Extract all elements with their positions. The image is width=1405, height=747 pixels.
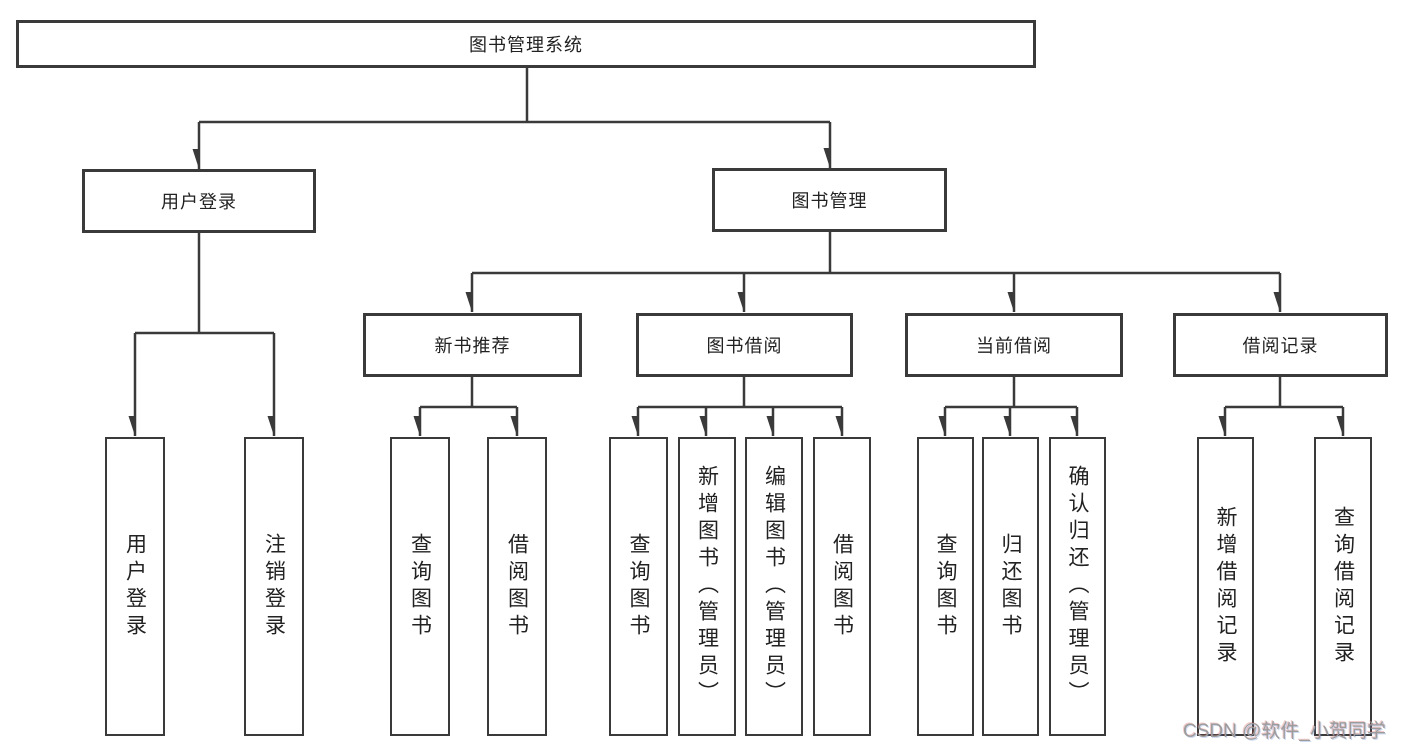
leaf-borrow-books-borrow-label: 借阅图书 [830,532,854,641]
connector-current-borrow [945,377,1079,436]
connector-new-book-recommend [420,377,519,436]
csdn-watermark: CSDN @软件_小贺同学 [1183,721,1386,742]
node-borrow-records: 借阅记录 [1173,313,1388,377]
node-new-book-recommend: 新书推荐 [363,313,582,377]
leaf-query-books-borrow-label: 查询图书 [627,532,650,641]
leaf-edit-books-admin-label: 编辑图书（管理员） [762,465,786,708]
node-book-management: 图书管理 [712,168,947,232]
leaf-query-borrow-record: 查询借阅记录 [1314,437,1372,736]
leaf-add-books-admin-label: 新增图书（管理员） [695,465,719,708]
leaf-edit-books-admin: 编辑图书（管理员） [745,437,803,736]
leaf-query-borrow-record-label: 查询借阅记录 [1331,505,1355,668]
leaf-return-books-label: 归还图书 [999,532,1022,641]
leaf-confirm-return-admin-label: 确认归还（管理员） [1066,465,1089,708]
leaf-query-books-recommend: 查询图书 [390,437,450,736]
node-current-borrow: 当前借阅 [905,313,1123,377]
connector-root [199,68,832,169]
leaf-logout-label: 注销登录 [262,532,286,641]
node-root: 图书管理系统 [16,20,1036,68]
connector-user-login [135,233,276,436]
leaf-add-borrow-record-label: 新增借阅记录 [1214,505,1237,668]
leaf-user-login: 用户登录 [105,437,165,736]
connector-book-borrow [638,377,844,436]
leaf-borrow-books-recommend-label: 借阅图书 [505,532,529,641]
leaf-logout: 注销登录 [244,437,304,736]
leaf-borrow-books-recommend: 借阅图书 [487,437,547,736]
leaf-query-books-borrow: 查询图书 [609,437,668,736]
leaf-add-borrow-record: 新增借阅记录 [1197,437,1254,736]
leaf-query-books-recommend-label: 查询图书 [408,532,432,641]
leaf-user-login-label: 用户登录 [123,532,147,641]
node-book-borrow: 图书借阅 [636,313,853,377]
leaf-borrow-books-borrow: 借阅图书 [813,437,871,736]
leaf-add-books-admin: 新增图书（管理员） [678,437,736,736]
node-user-login: 用户登录 [82,169,316,233]
leaf-confirm-return-admin: 确认归还（管理员） [1049,437,1106,736]
leaf-return-books: 归还图书 [982,437,1039,736]
connector-book-management [472,232,1282,312]
connector-borrow-records [1225,377,1345,436]
leaf-query-books-current: 查询图书 [917,437,974,736]
leaf-query-books-current-label: 查询图书 [934,532,957,641]
